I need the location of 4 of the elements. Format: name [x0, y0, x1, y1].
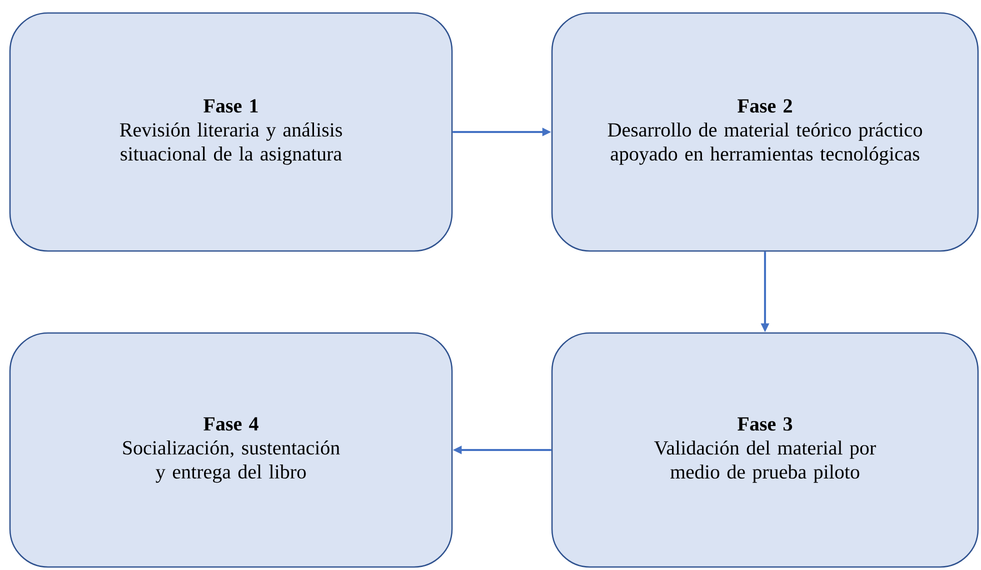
process-box: Fase 3 Validación del material por medio de prueba piloto: [551, 332, 979, 568]
process-box: Fase 2 Desarrollo de material teórico práctico apoyado en herramientas tecnológicas: [551, 12, 979, 252]
process-box: Fase 4 Socialización, sustentación y entrega del libro: [9, 332, 453, 568]
process-box: Fase 1 Revisión literaria y análisis situacional de la asignatura: [9, 12, 453, 252]
